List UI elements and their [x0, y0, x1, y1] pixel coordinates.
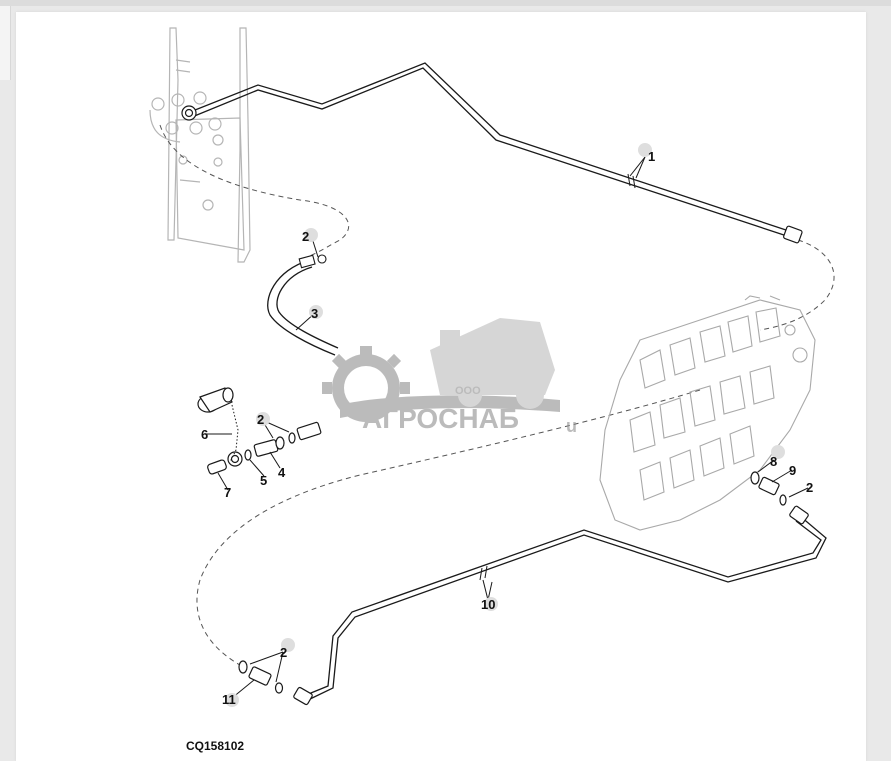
callout-10[interactable]: 10 — [481, 597, 495, 612]
plug-7 — [207, 459, 227, 475]
pipe-1-break — [627, 173, 631, 187]
callout-2-right[interactable]: 2 — [806, 480, 813, 495]
callout-7[interactable]: 7 — [224, 485, 231, 500]
hose-3-end-fitting — [298, 254, 327, 269]
seal-ring-2-mid — [288, 432, 296, 444]
callout-4[interactable]: 4 — [278, 465, 286, 480]
seal-ring-8 — [750, 471, 760, 485]
pipe-10-left-fitting — [293, 686, 313, 706]
pipe-1-left-fitting — [181, 105, 197, 121]
combine-harvester-icon — [430, 318, 555, 409]
callout-2-top[interactable]: 2 — [302, 229, 309, 244]
callout-9[interactable]: 9 — [789, 463, 796, 478]
callout-1[interactable]: 1 — [648, 149, 655, 164]
connector-3-end — [296, 421, 322, 441]
watermark-logo: ООО АГРОСНАБ u — [322, 318, 577, 436]
seal-ring-2-bottom-left — [238, 660, 248, 674]
seal-ring-2-right — [779, 494, 787, 506]
seal-ring-5 — [244, 449, 252, 461]
adapter-4 — [253, 436, 285, 457]
seal-ring-2-bottom-right — [274, 682, 284, 694]
hose-3 — [267, 259, 339, 356]
top-strip — [0, 0, 891, 6]
callout-3[interactable]: 3 — [311, 306, 318, 321]
dust-cap-6 — [197, 387, 234, 413]
pipe-10-break-2 — [484, 565, 488, 579]
callout-6[interactable]: 6 — [201, 427, 208, 442]
watermark-prefix: ООО — [455, 385, 481, 397]
adapter-11 — [248, 666, 272, 686]
side-panel-tab[interactable] — [0, 6, 11, 80]
valve-bracket-outline — [149, 27, 251, 263]
callout-2-mid[interactable]: 2 — [257, 412, 264, 427]
figure-code: CQ158102 — [186, 739, 244, 753]
hidden-routing-lines — [159, 124, 835, 666]
watermark-brand: АГРОСНАБ — [362, 403, 519, 434]
callout-2-bottom[interactable]: 2 — [280, 645, 287, 660]
callout-markers — [225, 143, 785, 707]
watermark-suffix: u — [566, 416, 577, 436]
pipe-1-right-fitting — [783, 225, 803, 244]
pipe-10-right-fitting — [789, 505, 809, 525]
pipe-10 — [305, 515, 827, 701]
washer-ring — [227, 451, 243, 467]
watermark-swoosh — [340, 395, 560, 418]
callout-8[interactable]: 8 — [770, 454, 777, 469]
pipe-10-break — [479, 567, 483, 581]
control-valve-block — [599, 295, 816, 531]
gear-hole — [344, 366, 388, 410]
adapter-9 — [758, 476, 780, 496]
callout-5[interactable]: 5 — [260, 473, 267, 488]
callout-11[interactable]: 11 — [222, 692, 236, 707]
pipe-1 — [189, 62, 793, 238]
pipe-1-break-2 — [632, 175, 636, 189]
